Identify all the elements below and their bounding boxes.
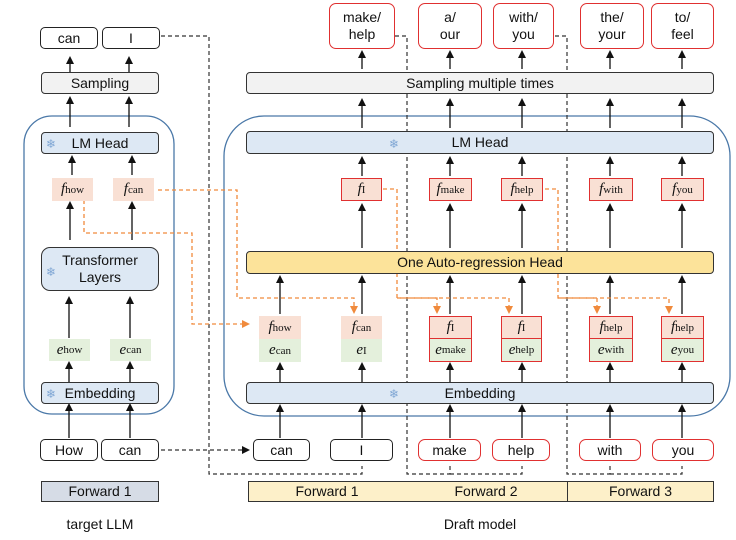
candidate-line1: the/	[600, 9, 624, 25]
candidate-line1: to/	[674, 9, 691, 25]
embedding-symbol: e	[269, 342, 276, 358]
draft-forward-label: Forward 1	[248, 481, 406, 502]
feature-symbol: f	[599, 181, 604, 197]
draft-input-token: I	[330, 439, 393, 461]
embedding-symbol: e	[435, 341, 442, 358]
embedding-label: Embedding	[64, 384, 136, 401]
target-input-token: How	[40, 439, 98, 461]
draft-output-candidate: to/feel	[651, 3, 714, 49]
feature-symbol: f	[510, 181, 515, 197]
transformer-label-line2: Layers	[78, 269, 122, 285]
snowflake-icon: ❄	[46, 265, 57, 279]
draft-forward-label: Forward 2	[405, 481, 568, 502]
feature-reuse-links	[83, 188, 673, 328]
target-arrows	[65, 56, 136, 438]
target-transformer-block: ❄ Transformer Layers	[41, 247, 159, 291]
draft-output-candidate: with/you	[493, 3, 554, 49]
draft-arrows	[276, 50, 686, 438]
token-dashed-links	[161, 35, 683, 475]
embedding-symbol: e	[670, 341, 678, 358]
draft-output-candidate: the/your	[580, 3, 644, 49]
snowflake-icon: ❄	[389, 387, 400, 401]
target-lm-head-block: ❄ LM Head	[41, 132, 159, 154]
embedding-symbol: e	[508, 341, 516, 358]
feature-symbol: f	[268, 319, 273, 335]
draft-input-token: make	[418, 439, 481, 461]
target-output-token: can	[40, 27, 98, 49]
draft-input-token: help	[492, 439, 550, 461]
lm-head-label: LM Head	[451, 134, 509, 150]
draft-sampling-block: Sampling multiple times	[246, 72, 714, 94]
candidate-line2: feel	[671, 26, 694, 42]
embedding-symbol: e	[119, 341, 127, 358]
feature-symbol: f	[599, 319, 604, 335]
draft-output-candidate: make/help	[329, 3, 395, 49]
target-sampling-block: Sampling	[41, 72, 159, 94]
target-llm-container	[23, 115, 175, 415]
draft-output-candidate: a/our	[418, 3, 482, 49]
feature-symbol: f	[60, 181, 66, 197]
target-input-token: can	[101, 439, 159, 461]
embedding-label: Embedding	[444, 384, 516, 401]
target-output-token: I	[102, 27, 160, 49]
candidate-line1: with/	[509, 9, 538, 25]
draft-model-container	[223, 115, 731, 417]
auto-regression-head-block: One Auto-regression Head	[246, 251, 714, 274]
candidate-line1: make/	[342, 9, 382, 25]
feature-symbol: f	[517, 319, 522, 335]
candidate-line2: our	[439, 26, 461, 42]
candidate-line2: your	[598, 26, 626, 42]
draft-input-token: can	[253, 439, 310, 461]
target-llm-caption: target LLM	[66, 516, 134, 532]
feature-symbol: f	[446, 319, 451, 335]
snowflake-icon: ❄	[389, 137, 400, 151]
target-forward-label: Forward 1	[41, 481, 159, 502]
feature-symbol: f	[670, 319, 676, 335]
draft-forward-label: Forward 3	[567, 481, 714, 502]
embedding-symbol: e	[356, 342, 363, 358]
draft-embedding-block: ❄ Embedding	[246, 382, 714, 404]
draft-lm-head-block: ❄ LM Head	[246, 131, 714, 154]
candidate-line2: you	[512, 26, 535, 42]
snowflake-icon: ❄	[46, 387, 57, 401]
transformer-label-line1: Transformer	[62, 252, 138, 268]
embedding-symbol: e	[56, 341, 64, 358]
candidate-line1: a/	[444, 9, 456, 25]
feature-symbol: f	[436, 181, 441, 197]
snowflake-icon: ❄	[46, 137, 57, 151]
feature-symbol: f	[123, 181, 128, 197]
target-embedding-block: ❄ Embedding	[41, 382, 159, 404]
draft-model-caption: Draft model	[443, 516, 517, 532]
draft-input-token: you	[652, 439, 714, 461]
draft-input-token: with	[579, 439, 641, 461]
feature-symbol: f	[357, 181, 362, 197]
lm-head-label: LM Head	[71, 134, 129, 151]
feature-symbol: f	[351, 319, 356, 335]
feature-symbol: f	[672, 181, 677, 197]
embedding-symbol: e	[597, 341, 605, 358]
candidate-line2: help	[348, 26, 376, 42]
